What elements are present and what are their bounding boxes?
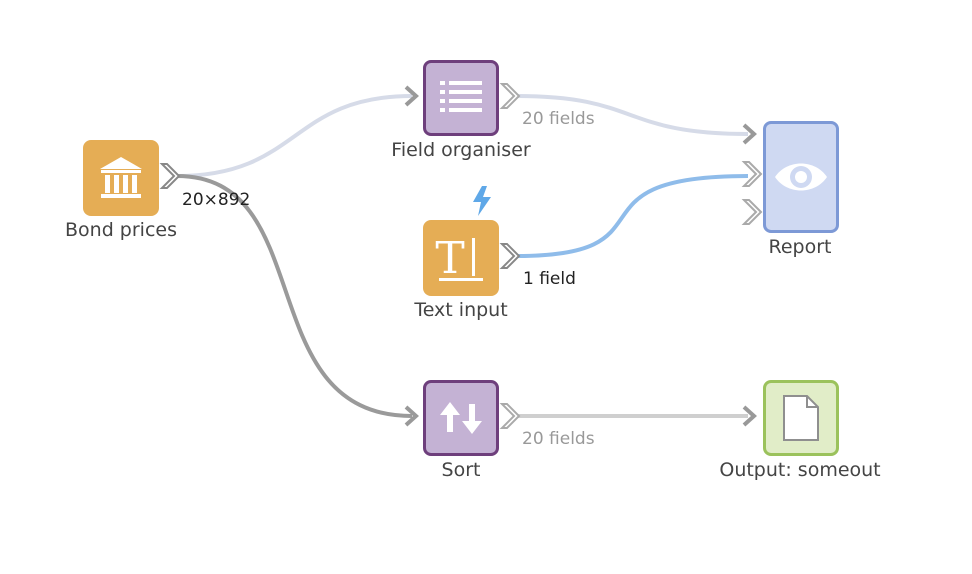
wire-label-text: 1 field (523, 269, 576, 289)
wire-text-to-report[interactable] (516, 174, 749, 258)
node-label-bond-prices: Bond prices (65, 219, 177, 241)
output-port-sort[interactable] (499, 403, 521, 429)
list-icon (440, 81, 482, 112)
input-arrow-report-1[interactable] (742, 123, 757, 145)
wire-bond-to-organiser[interactable] (176, 94, 413, 178)
wire-label-sort: 20 fields (522, 429, 595, 449)
wire-organiser-to-report[interactable] (516, 94, 749, 136)
node-output-someout[interactable] (763, 380, 839, 456)
wire-label-organiser: 20 fields (522, 109, 595, 129)
input-arrow-report-2[interactable] (741, 161, 763, 187)
bank-icon (100, 157, 142, 198)
input-arrow-organiser[interactable] (404, 85, 419, 107)
lightning-icon (473, 186, 491, 216)
node-label-report: Report (768, 236, 832, 258)
node-label-sort: Sort (441, 459, 481, 481)
input-arrow-output[interactable] (742, 405, 757, 427)
node-report[interactable] (763, 121, 839, 233)
node-label-output: Output: someout (719, 459, 881, 481)
input-arrow-sort[interactable] (404, 405, 419, 427)
node-bond-prices[interactable] (83, 140, 159, 216)
output-port-bond[interactable] (159, 163, 181, 189)
sort-arrows-icon (440, 402, 482, 434)
node-field-organiser[interactable] (423, 60, 499, 136)
eye-icon (775, 163, 827, 191)
input-arrow-report-3[interactable] (741, 199, 763, 225)
output-port-text[interactable] (499, 243, 521, 269)
wire-bond-to-sort[interactable] (176, 174, 413, 418)
svg-text:T: T (435, 233, 464, 283)
document-icon (783, 395, 819, 441)
node-label-field-organiser: Field organiser (391, 139, 531, 161)
node-sort[interactable] (423, 380, 499, 456)
wire-label-bond: 20×892 (182, 190, 251, 210)
node-label-text-input: Text input (414, 299, 508, 321)
text-cursor-icon: T (435, 233, 483, 283)
output-port-organiser[interactable] (499, 83, 521, 109)
node-text-input[interactable]: T (423, 220, 499, 296)
